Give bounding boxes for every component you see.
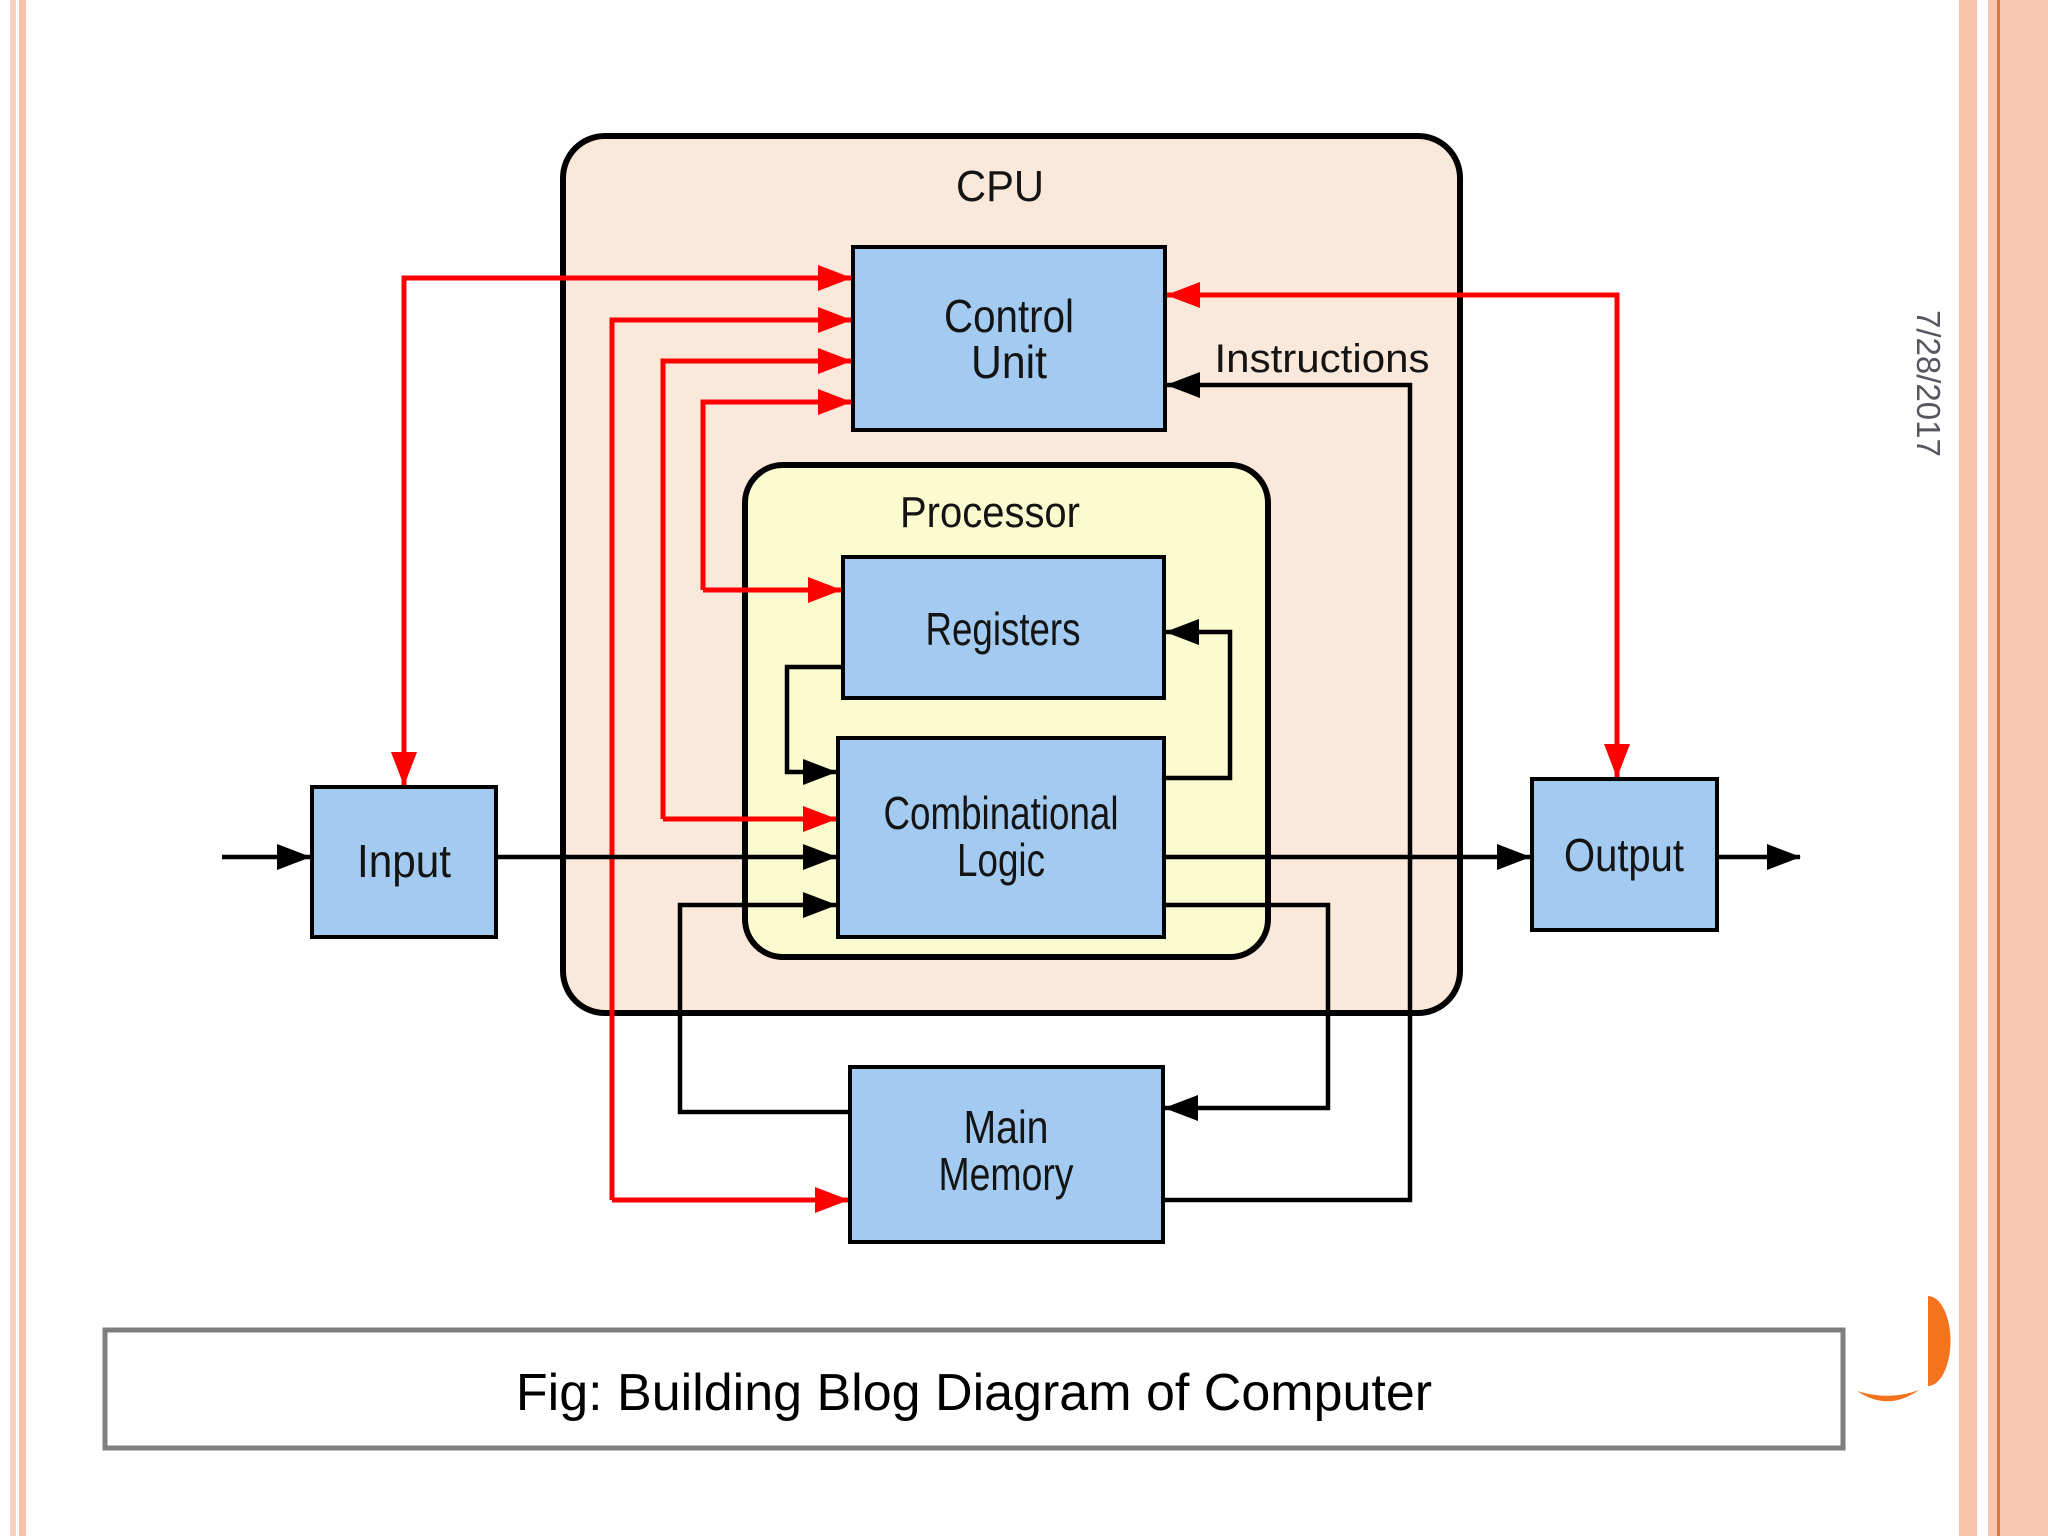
slide-date: 7/28/2017 bbox=[1910, 310, 1947, 457]
processor-label: Processor bbox=[900, 488, 1080, 537]
left-border-stripe-inner bbox=[19, 0, 26, 1536]
combinational-logic-label-line1: Combinational bbox=[884, 787, 1119, 839]
data-line-logic-to-registers bbox=[1164, 619, 1233, 781]
data-line-logic-to-memory bbox=[1164, 902, 1331, 1121]
main-memory-label-line2: Memory bbox=[939, 1148, 1074, 1200]
input-label: Input bbox=[357, 835, 451, 887]
accent-half-circle bbox=[1928, 1296, 1951, 1386]
main-memory-label-line1: Main bbox=[964, 1101, 1049, 1153]
caption-text: Fig: Building Blog Diagram of Computer bbox=[516, 1364, 1432, 1422]
registers-label: Registers bbox=[926, 603, 1081, 655]
control-line-combinational-return bbox=[660, 348, 852, 819]
control-line-output bbox=[1166, 282, 1630, 778]
control-signal-lines bbox=[391, 265, 1630, 1213]
cpu-label: CPU bbox=[956, 162, 1044, 211]
left-border-stripe-outer bbox=[10, 0, 16, 1536]
right-border-stripe-inner bbox=[1959, 0, 1977, 1536]
input-box bbox=[310, 785, 498, 939]
control-line-input bbox=[391, 265, 852, 786]
control-line-main-memory-return bbox=[609, 307, 852, 1200]
output-box bbox=[1530, 777, 1719, 932]
combinational-logic-label-line2: Logic bbox=[957, 834, 1045, 886]
data-line-memory-to-logic bbox=[677, 892, 850, 1115]
control-unit-label-line2: Unit bbox=[971, 336, 1047, 388]
combinational-logic-box bbox=[836, 736, 1166, 939]
component-blocks bbox=[310, 245, 1719, 1244]
data-line-instructions bbox=[1163, 372, 1413, 1203]
instructions-label: Instructions bbox=[1215, 337, 1430, 381]
registers-box bbox=[841, 555, 1166, 700]
right-border-accent-line bbox=[1997, 0, 2000, 1536]
control-line-registers-return bbox=[700, 389, 852, 590]
data-line-registers-to-logic bbox=[784, 664, 843, 785]
caption-box bbox=[102, 1327, 1846, 1451]
output-label: Output bbox=[1564, 829, 1684, 881]
main-memory-box bbox=[848, 1065, 1165, 1244]
accent-shapes bbox=[1857, 1296, 1951, 1402]
accent-crescent bbox=[1857, 1390, 1919, 1402]
control-unit-box bbox=[851, 245, 1167, 432]
slide-border-stripes bbox=[10, 0, 2048, 1536]
control-unit-label-line1: Control bbox=[944, 290, 1074, 342]
data-lines bbox=[222, 372, 1801, 1203]
